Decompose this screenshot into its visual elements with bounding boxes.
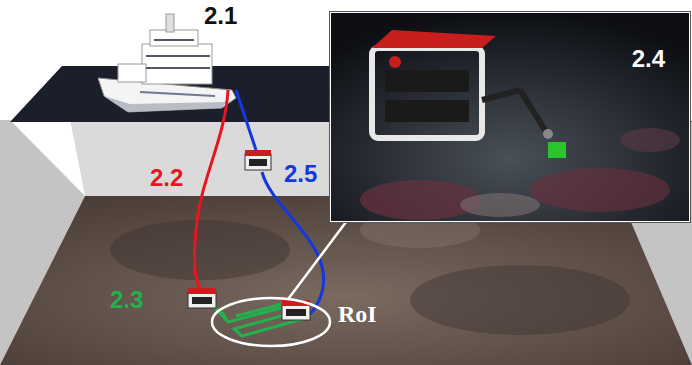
callout-number: 2.2 bbox=[150, 166, 183, 190]
callout-number: 2.3 bbox=[110, 288, 143, 312]
region-label: RoI bbox=[338, 302, 377, 326]
callout-number: 2.1 bbox=[204, 4, 237, 28]
zoom-leader bbox=[288, 222, 346, 299]
inset-number: 2.4 bbox=[632, 47, 665, 71]
ellipse-outline bbox=[210, 296, 332, 348]
region-ellipse: RoI bbox=[210, 296, 332, 348]
inset-frame: 2.4 bbox=[330, 12, 690, 222]
callout-number: 2.5 bbox=[284, 162, 317, 186]
